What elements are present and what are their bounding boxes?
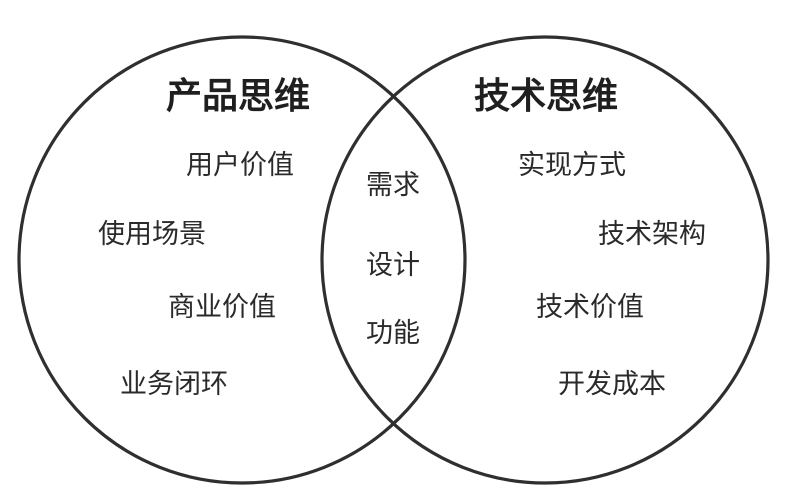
left-item-4: 业务闭环 <box>120 369 228 400</box>
right-set-title: 技术思维 <box>474 76 618 117</box>
tech-thinking-circle <box>320 35 770 485</box>
right-item-2: 技术架构 <box>598 219 706 250</box>
overlap-item-2: 设计 <box>366 250 420 281</box>
left-item-1: 用户价值 <box>186 150 294 181</box>
overlap-item-1: 需求 <box>366 170 420 201</box>
right-item-4: 开发成本 <box>558 369 666 400</box>
overlap-item-3: 功能 <box>366 318 420 349</box>
left-item-3: 商业价值 <box>168 292 276 323</box>
right-item-1: 实现方式 <box>518 150 626 181</box>
right-item-3: 技术价值 <box>536 292 644 323</box>
product-thinking-circle <box>17 35 467 485</box>
left-set-title: 产品思维 <box>166 76 310 117</box>
left-item-2: 使用场景 <box>98 219 206 250</box>
